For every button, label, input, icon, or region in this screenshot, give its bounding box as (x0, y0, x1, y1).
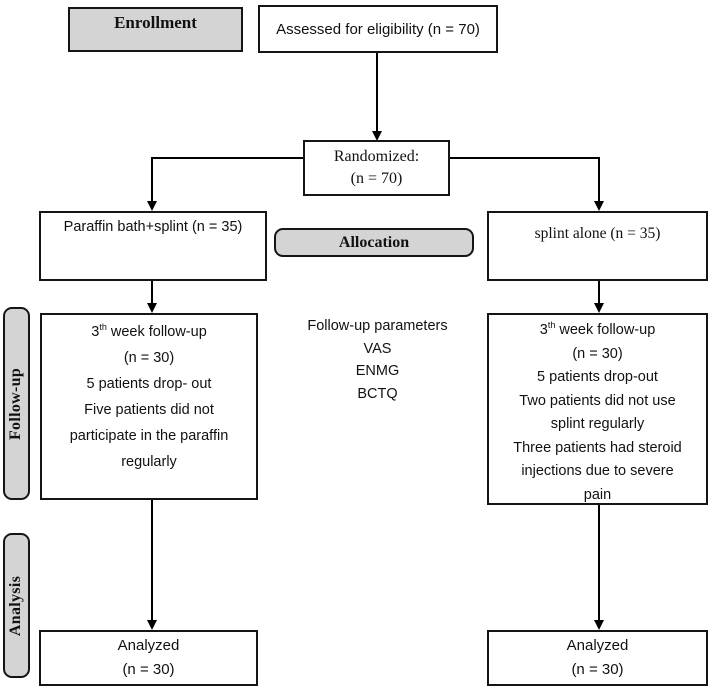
arrowhead-assessed-randomized (372, 131, 382, 141)
followup-parameters-block: Follow-up parameters VAS ENMG BCTQ (300, 315, 455, 405)
arrowhead-right-analyzed (594, 620, 604, 630)
arrowhead-right-followup (594, 303, 604, 313)
left-followup-n: (n = 30) (123, 350, 175, 366)
right-followup-detail-4: Three patients had steroid (513, 439, 682, 456)
right-followup-detail-5: injections due to severe (521, 463, 674, 479)
enrollment-stage-text: Enrollment (114, 13, 197, 32)
analysis-stage-text: Analysis (7, 575, 25, 636)
right-followup-detail-6: pain (583, 486, 612, 503)
right-followup-detail-2: Two patients did not use (519, 392, 676, 409)
left-arm-analyzed-box: Analyzed (n = 30) (39, 630, 258, 686)
branch-drop-right (598, 157, 600, 202)
right-arm-allocation-box: splint alone (n = 35) (487, 211, 708, 281)
left-followup-week-line: 3th week follow-up (42, 319, 256, 345)
left-followup-week-sup: th (99, 322, 107, 333)
right-followup-week-rest: week follow-up (555, 322, 656, 338)
randomized-line1: Randomized: (333, 148, 420, 165)
right-arm-allocation-text: splint alone (n = 35) (534, 225, 661, 242)
left-followup-detail-1: 5 patients drop- out (86, 376, 212, 392)
left-analyzed-line2: (n = 30) (122, 661, 175, 678)
left-arm-allocation-text: Paraffin bath+splint (n = 35) (63, 219, 243, 235)
followup-parameters-title: Follow-up parameters (307, 318, 448, 334)
arrow-line-left-followup (151, 281, 153, 304)
branch-drop-left (151, 157, 153, 202)
arrow-line-assessed-randomized (376, 53, 378, 133)
arrowhead-left-allocation (147, 201, 157, 211)
right-arm-followup-box: 3th week follow-up (n = 30) 5 patients d… (487, 313, 708, 505)
allocation-stage-text: Allocation (338, 233, 410, 251)
assessed-eligibility-box: Assessed for eligibility (n = 70) (258, 5, 498, 53)
followup-parameter-enmg: ENMG (355, 363, 400, 379)
analysis-stage-label: Analysis (3, 533, 30, 678)
followup-parameter-bctq: BCTQ (357, 385, 398, 402)
followup-stage-text: Follow-up (7, 367, 25, 440)
left-followup-week-base: 3 (91, 324, 100, 340)
left-followup-week-rest: week follow-up (106, 324, 207, 340)
arrowhead-right-allocation (594, 201, 604, 211)
left-arm-followup-box: 3th week follow-up (n = 30) 5 patients d… (40, 313, 258, 500)
branch-line-left (151, 157, 303, 159)
right-followup-week-sup: th (547, 320, 556, 331)
left-followup-detail-3: participate in the paraffin (69, 428, 229, 444)
branch-line-right (450, 157, 599, 159)
arrow-line-left-analyzed (151, 500, 153, 621)
followup-parameter-vas: VAS (363, 340, 392, 357)
assessed-eligibility-text: Assessed for eligibility (n = 70) (276, 20, 480, 38)
followup-stage-label: Follow-up (3, 307, 30, 500)
right-followup-detail-3: splint regularly (550, 416, 645, 432)
left-analyzed-line1: Analyzed (117, 637, 180, 654)
left-followup-detail-2: Five patients did not (84, 402, 214, 418)
right-analyzed-line1: Analyzed (566, 637, 629, 654)
right-followup-detail-1: 5 patients drop-out (537, 369, 658, 385)
arrow-line-right-analyzed (598, 505, 600, 621)
arrowhead-left-analyzed (147, 620, 157, 630)
arrowhead-left-followup (147, 303, 157, 313)
randomized-box: Randomized: (n = 70) (303, 140, 450, 196)
randomized-line2: (n = 70) (350, 170, 403, 187)
right-followup-week-base: 3 (539, 322, 548, 338)
allocation-stage-label: Allocation (274, 228, 474, 257)
left-arm-allocation-box: Paraffin bath+splint (n = 35) (39, 211, 267, 281)
right-arm-analyzed-box: Analyzed (n = 30) (487, 630, 708, 686)
enrollment-stage-label: Enrollment (68, 7, 243, 52)
right-analyzed-line2: (n = 30) (571, 661, 624, 678)
arrow-line-right-followup (598, 281, 600, 304)
left-followup-detail-4: regularly (121, 454, 177, 470)
right-followup-week-line: 3th week follow-up (489, 319, 706, 343)
right-followup-n: (n = 30) (572, 345, 623, 362)
